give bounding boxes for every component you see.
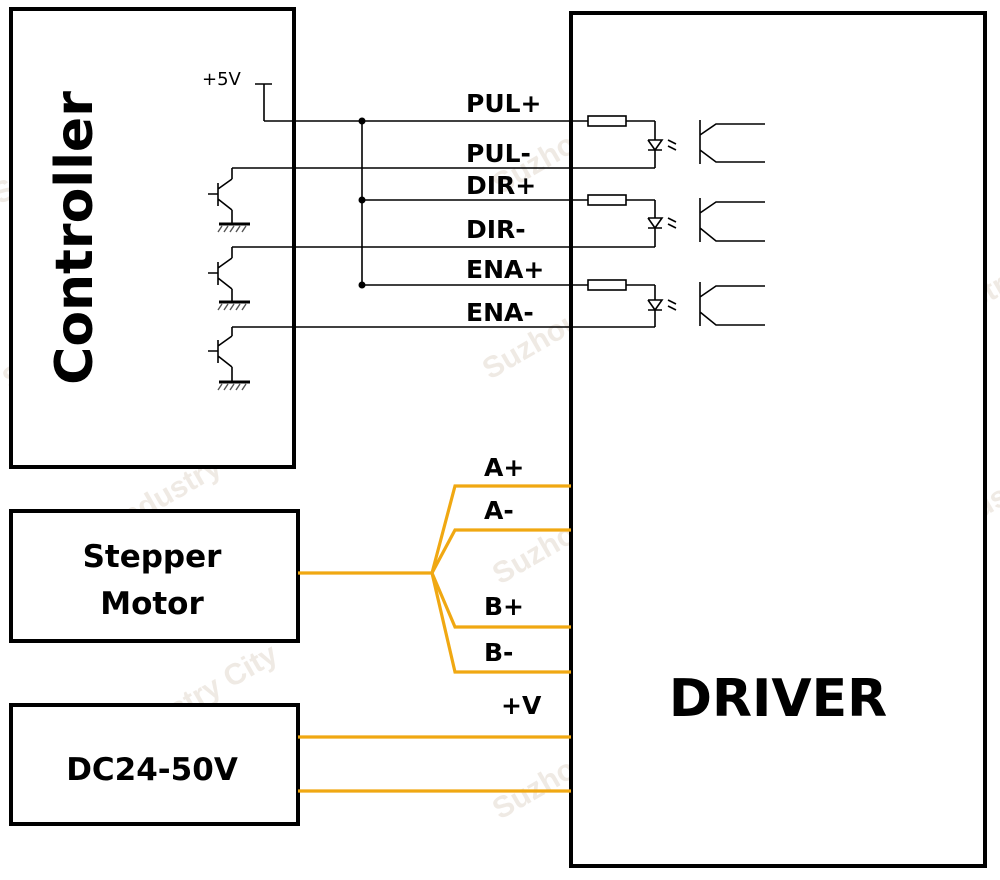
pin-label-b-minus: B- [484,638,513,667]
pin-label-pul-plus: PUL+ [466,89,542,118]
pin-label-dir-minus: DIR- [466,215,526,244]
transistor-icon [208,247,250,311]
a-minus-wire [430,528,571,574]
resistor-icon [587,115,627,127]
controller-title: Controller [45,91,105,385]
power-block: DC24-50V +V [9,691,571,826]
b-plus-wire [430,572,571,629]
optocoupler-icon [647,198,765,247]
motor-block: Stepper Motor [9,509,300,643]
transistor-icon [208,168,250,233]
supply-label: +5V [202,69,242,90]
driver-box [569,11,987,868]
motor-label-line2: Motor [100,586,204,622]
pin-label-dir-plus: DIR+ [466,171,536,200]
pin-label-b-plus: B+ [484,592,524,621]
b-minus-wire [430,572,571,674]
pin-label-a-plus: A+ [484,453,524,482]
transistor-icon [208,327,250,391]
pin-label-ena-plus: ENA+ [466,255,544,284]
motor-box [9,509,300,643]
optocoupler-icon [647,282,765,327]
pin-label-ena-minus: ENA- [466,298,534,327]
a-plus-wire [430,484,571,574]
driver-title: DRIVER [669,669,887,729]
signal-wiring: PUL+ PUL- DIR+ DIR- ENA+ ENA- [232,89,765,328]
supply-symbol [255,83,272,121]
controller-block: Controller +5V [9,7,296,469]
driver-block: DRIVER [569,11,987,868]
pin-label-a-minus: A- [484,496,514,525]
power-box [9,703,300,826]
pin-label-power: +V [501,691,542,720]
resistor-icon [587,194,627,206]
motor-label-line1: Stepper [83,539,223,575]
resistor-icon [587,279,627,291]
motor-wiring: A+ A- B+ B- [298,453,571,674]
pin-label-pul-minus: PUL- [466,139,531,168]
optocoupler-icon [647,120,765,168]
power-label: DC24-50V [66,752,238,788]
controller-box [9,7,296,469]
